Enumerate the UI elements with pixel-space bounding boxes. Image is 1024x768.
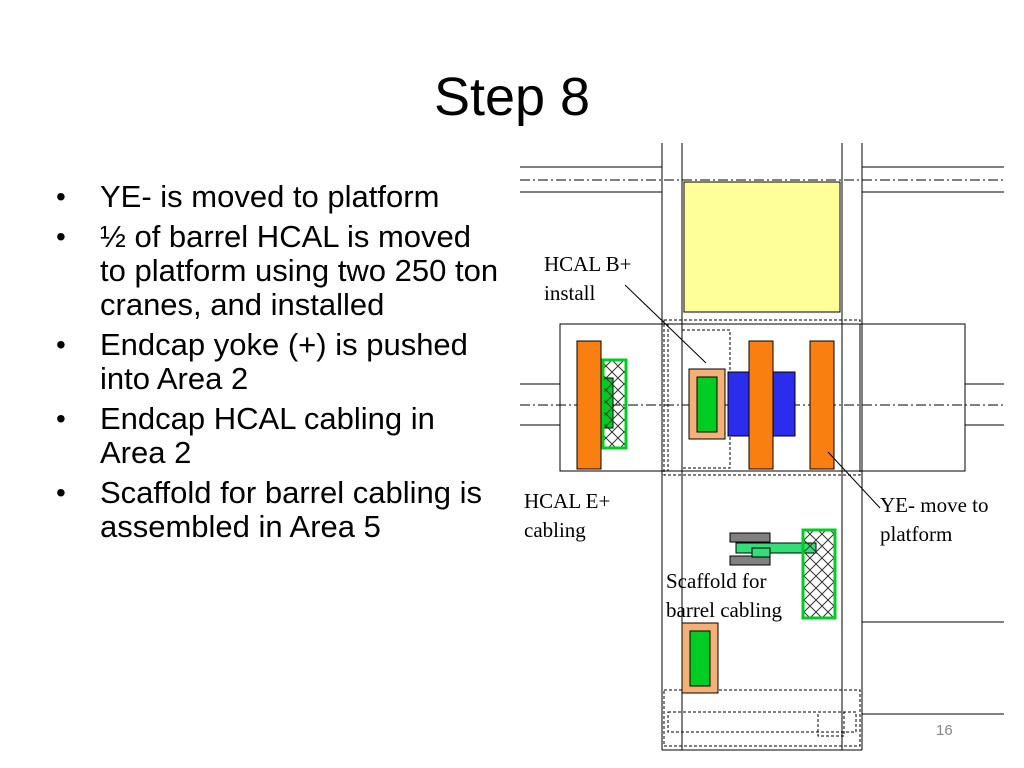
hcal-b-plus [696, 376, 718, 433]
leader-lines [624, 284, 881, 509]
label-ye-move: YE- move to platform [880, 493, 989, 546]
yellow-block [683, 181, 841, 313]
bullet-item: Endcap yoke (+) is pushed into Area 2 [52, 328, 502, 396]
crane-top [729, 532, 771, 543]
barrel-cabling-scaffold [801, 528, 837, 620]
bullet-list: YE- is moved to platform ½ of barrel HCA… [52, 180, 502, 550]
slide-title: Step 8 [433, 67, 591, 127]
cabling-scaffold [601, 358, 628, 450]
dotted-outlines [663, 319, 861, 747]
left-rails [520, 166, 662, 426]
endcap-yoke-plus [576, 340, 602, 470]
bullet-item: YE- is moved to platform [52, 180, 502, 215]
barrel-coil-right [772, 371, 796, 437]
crane-bottom [729, 555, 771, 566]
bullet-item: Scaffold for barrel cabling is assembled… [52, 476, 502, 544]
bullet-item: Endcap HCAL cabling in Area 2 [52, 402, 502, 470]
bullet-item: ½ of barrel HCAL is moved to platform us… [52, 220, 502, 322]
right-rails [862, 166, 1004, 715]
label-hcal-b-install: HCAL B+ install [544, 252, 632, 305]
barrel-coil-left [727, 371, 751, 437]
crane-arm-joint [751, 547, 771, 558]
ye-minus-yoke [809, 340, 835, 470]
barrel-wheel [748, 340, 774, 470]
label-scaffold: Scaffold for barrel cabling [666, 569, 783, 622]
page-number: 16 [936, 722, 953, 739]
lower-hcal-block [689, 630, 711, 687]
label-hcal-e-cabling: HCAL E+ cabling [524, 489, 611, 542]
